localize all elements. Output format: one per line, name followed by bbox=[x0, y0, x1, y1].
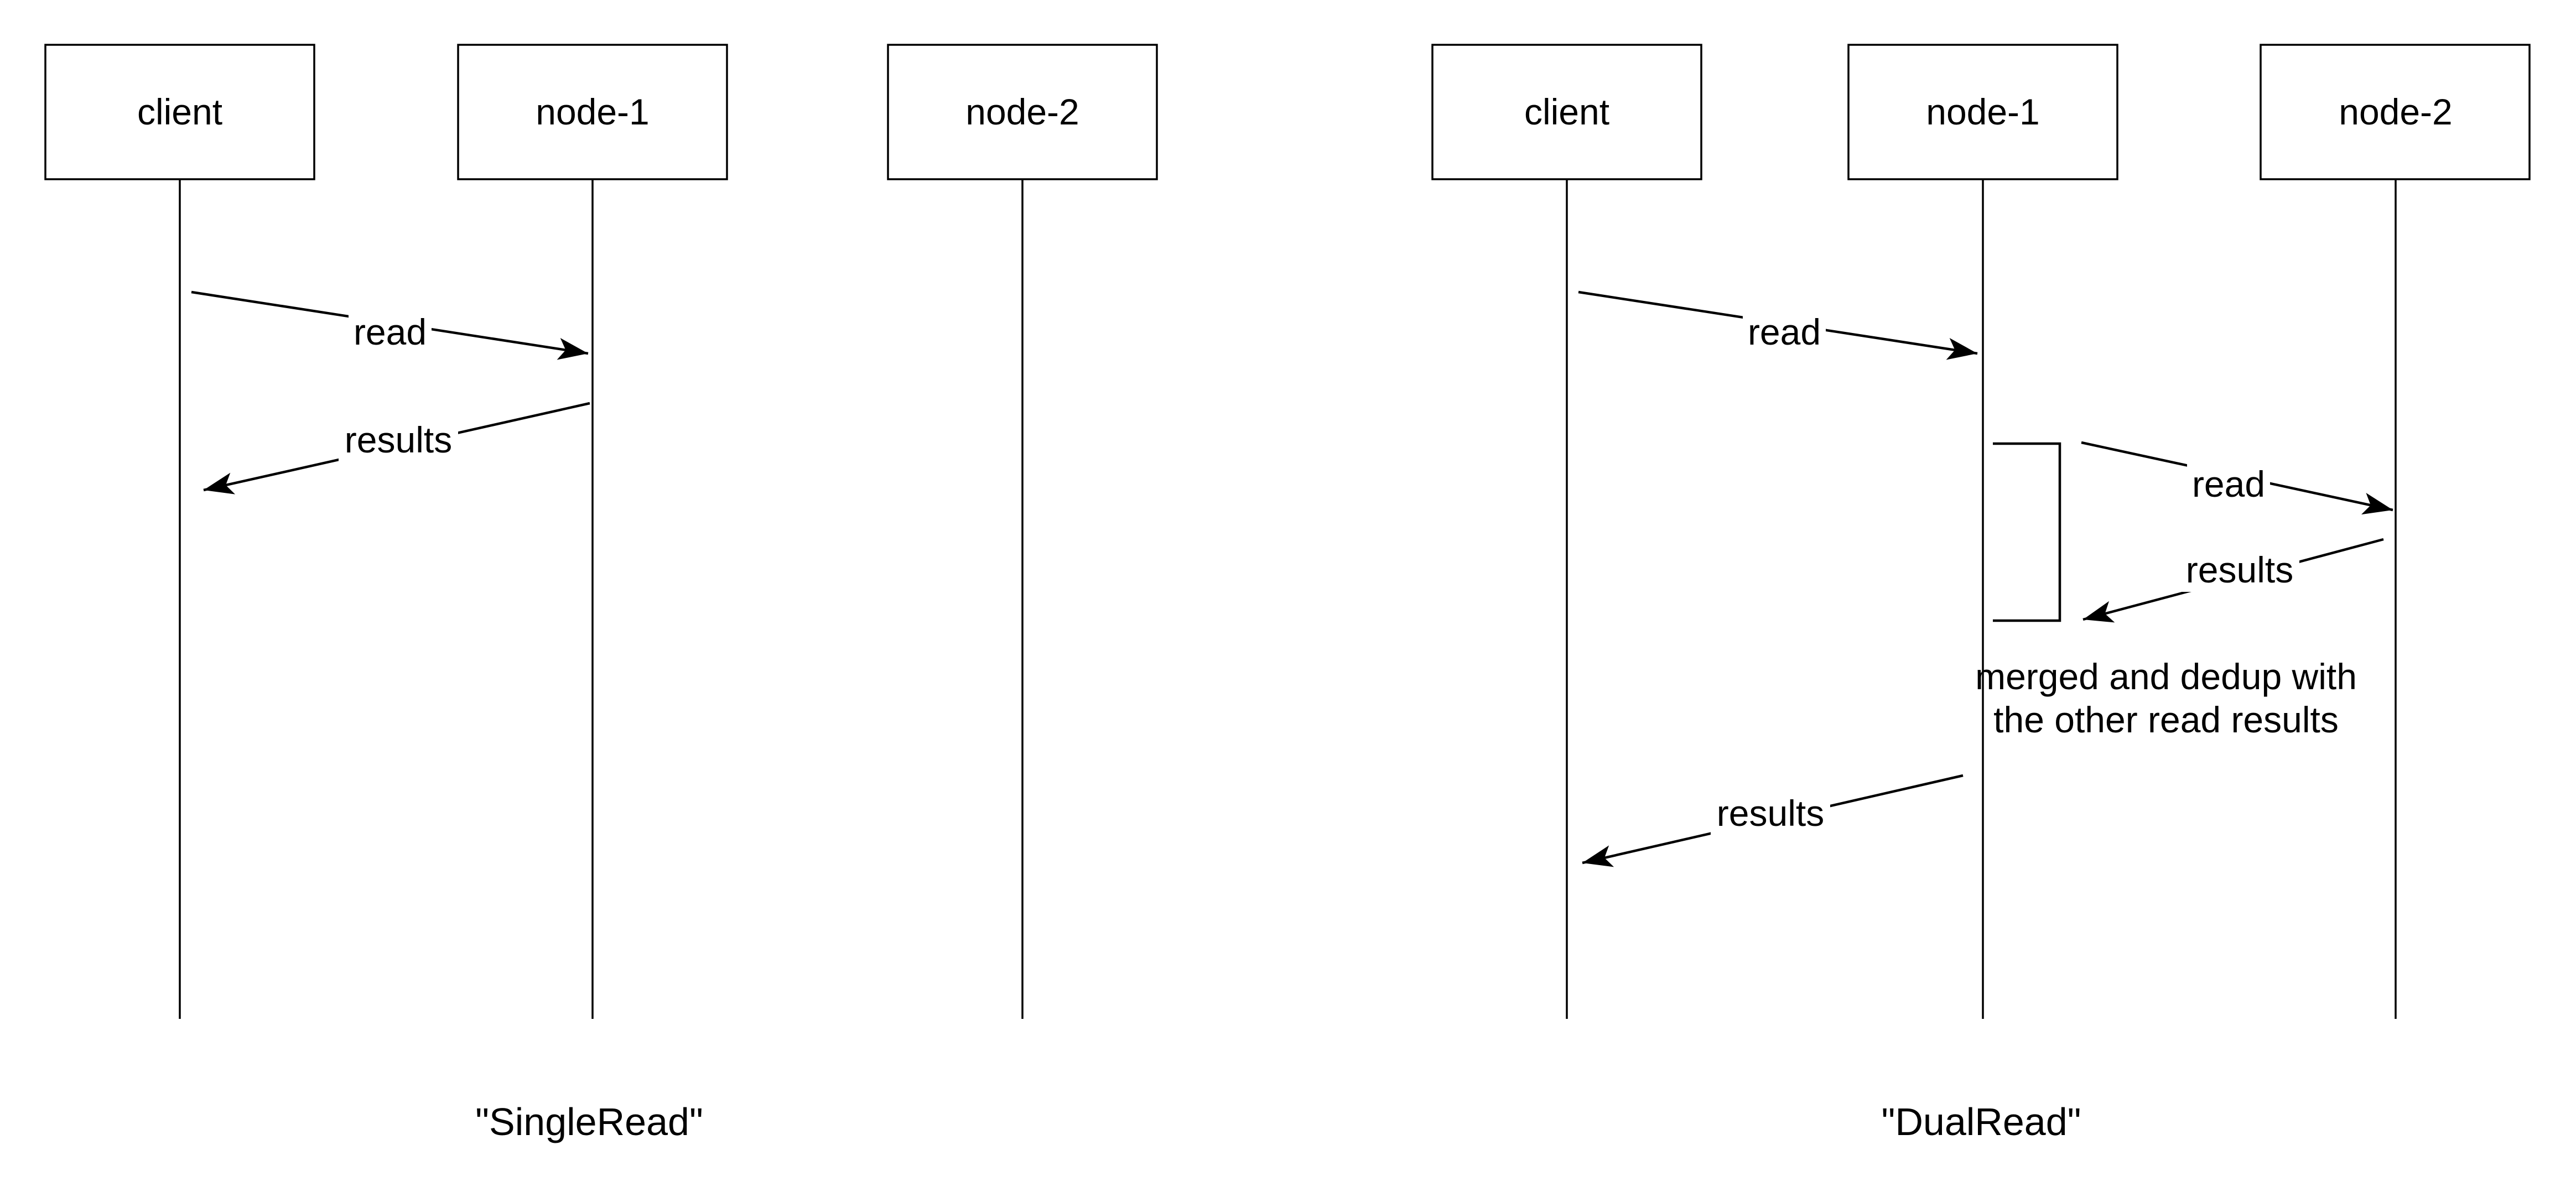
message-label: read bbox=[354, 311, 427, 352]
actor-node-2: node-2 bbox=[887, 44, 1158, 180]
message-label: read bbox=[1748, 311, 1821, 352]
message-read-fanout: read bbox=[2081, 441, 2393, 515]
actor-client: client bbox=[44, 44, 315, 180]
label-mask bbox=[339, 418, 458, 462]
actor-client: client bbox=[1431, 44, 1702, 180]
message-read: read bbox=[191, 290, 589, 360]
actor-box bbox=[44, 44, 315, 180]
actor-box bbox=[1847, 44, 2118, 180]
diagram-dual-read: client node-1 node-2 read read resu bbox=[1431, 44, 2531, 1143]
message-label: results bbox=[1717, 793, 1824, 834]
actor-label: client bbox=[137, 91, 222, 132]
actor-label: node-1 bbox=[536, 91, 650, 132]
actor-box bbox=[457, 44, 728, 180]
actor-box bbox=[2260, 44, 2531, 180]
message-results: results bbox=[203, 402, 590, 495]
message-label: results bbox=[2186, 549, 2293, 590]
note-merged-dedup: merged and dedup with the other read res… bbox=[1975, 656, 2357, 740]
diagram-caption: "DualRead" bbox=[1881, 1100, 2081, 1143]
note-line: merged and dedup with bbox=[1975, 656, 2357, 697]
actor-node-2: node-2 bbox=[2260, 44, 2531, 180]
message-results: results bbox=[1582, 774, 1964, 867]
message-results-fanin: results bbox=[2082, 538, 2384, 623]
actor-label: node-1 bbox=[1926, 91, 2040, 132]
label-mask bbox=[2180, 548, 2299, 592]
actor-node-1: node-1 bbox=[1847, 44, 2118, 180]
actor-node-1: node-1 bbox=[457, 44, 728, 180]
actor-box bbox=[887, 44, 1158, 180]
actor-box bbox=[1431, 44, 1702, 180]
message-read: read bbox=[1578, 290, 1978, 360]
message-label: results bbox=[345, 419, 452, 460]
diagram-single-read: client node-1 node-2 read results "Singl… bbox=[44, 44, 1158, 1143]
diagram-caption: "SingleRead" bbox=[475, 1100, 703, 1143]
activation-bracket bbox=[1993, 442, 2061, 622]
actor-label: client bbox=[1524, 91, 1609, 132]
message-label: read bbox=[2192, 464, 2265, 504]
label-mask bbox=[2187, 462, 2270, 506]
label-mask bbox=[349, 310, 432, 354]
label-mask bbox=[1711, 791, 1830, 835]
actor-label: node-2 bbox=[965, 91, 1079, 132]
actor-label: node-2 bbox=[2339, 91, 2453, 132]
label-mask bbox=[1743, 310, 1826, 354]
note-line: the other read results bbox=[1993, 699, 2339, 740]
